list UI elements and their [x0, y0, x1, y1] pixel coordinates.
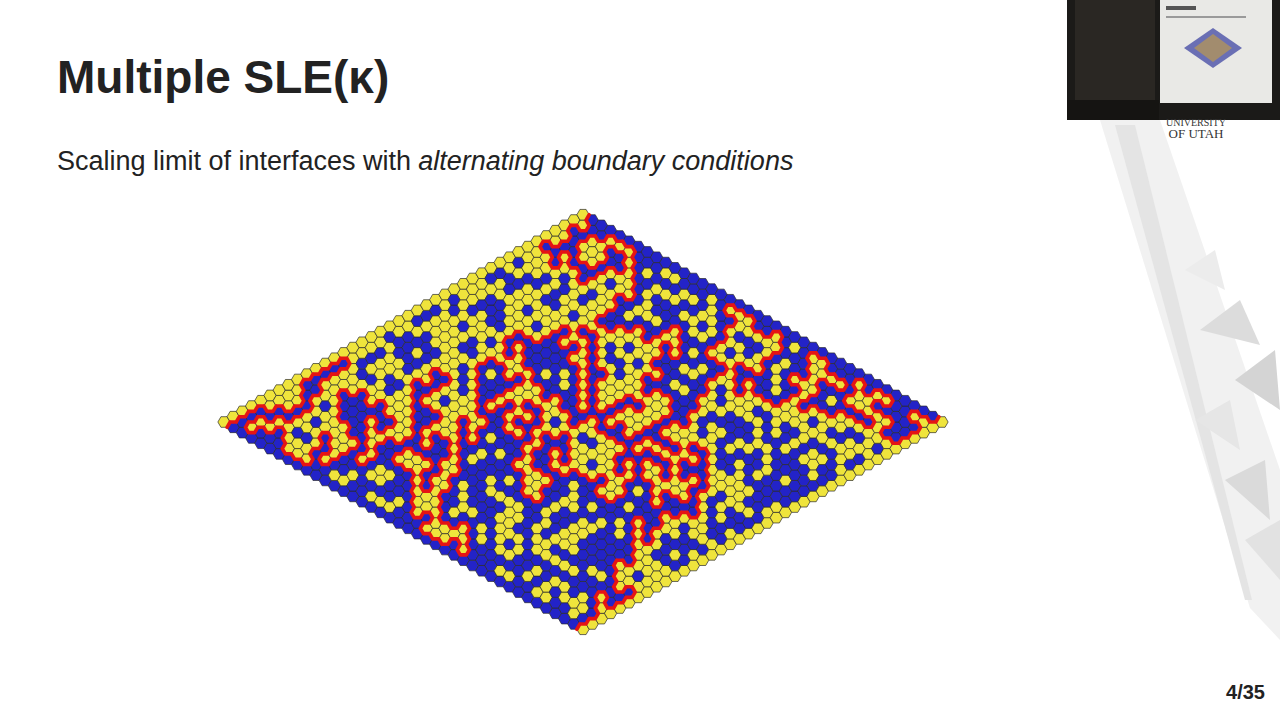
subtitle-text: Scaling limit of interfaces with: [57, 146, 411, 177]
subtitle-emphasis: alternating boundary conditions: [418, 146, 793, 177]
page-number: 4/35: [1226, 681, 1265, 704]
logo-text: OF UTAH: [1150, 126, 1242, 142]
side-decoration: [1100, 120, 1280, 640]
percolation-lattice: [218, 209, 948, 634]
webcam-inset: [1067, 0, 1280, 120]
slide-title: Multiple SLE(κ): [57, 50, 389, 104]
